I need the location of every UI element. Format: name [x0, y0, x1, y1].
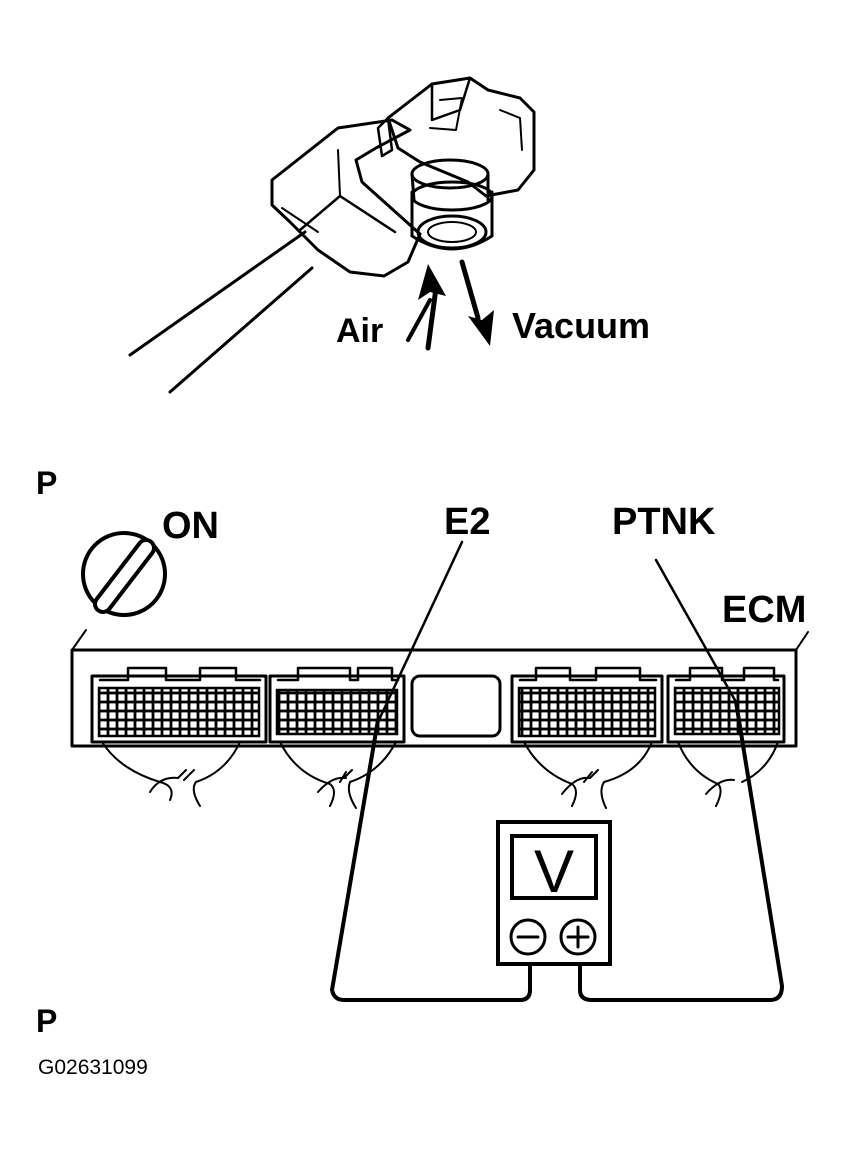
connector-4: [666, 666, 786, 744]
vapor-pressure-sensor: [128, 76, 536, 394]
e2-label: E2: [444, 501, 490, 543]
ignition-key-icon: [81, 531, 167, 617]
positive-test-lead: [578, 700, 784, 1002]
voltmeter-label: V: [534, 838, 574, 905]
figure-code: G02631099: [38, 1056, 148, 1079]
wire-harness: [101, 741, 779, 809]
ecm-unit: [70, 629, 809, 748]
p-label-top: P: [36, 465, 57, 501]
connector-1: [90, 666, 268, 744]
connector-2: [268, 666, 406, 744]
arrow-down-icon: [459, 259, 494, 346]
negative-test-lead: [330, 718, 532, 1002]
plus-icon: [559, 918, 597, 956]
vacuum-label: Vacuum: [512, 305, 650, 346]
voltmeter-icon: V: [496, 820, 612, 966]
arrow-up-icon: [406, 264, 446, 351]
on-label: ON: [162, 505, 219, 547]
connector-3: [510, 666, 664, 744]
ptnk-label: PTNK: [612, 501, 716, 543]
air-label: Air: [336, 312, 383, 350]
minus-icon: [509, 918, 547, 956]
p-label-bottom: P: [36, 1003, 57, 1039]
ecm-window: [410, 674, 502, 738]
ecm-label: ECM: [722, 589, 806, 631]
